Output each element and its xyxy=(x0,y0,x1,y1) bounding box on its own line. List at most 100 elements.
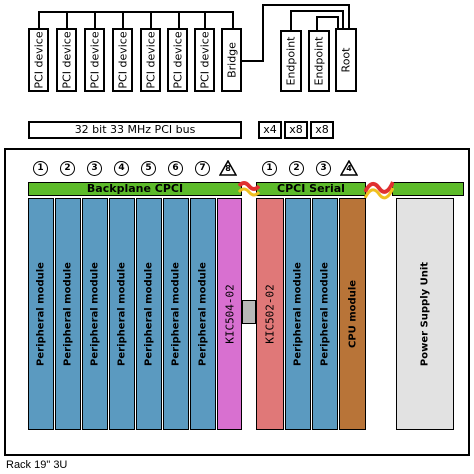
peripheral-module-label: Peripheral module xyxy=(116,262,128,366)
peripheral-module-card: Peripheral module xyxy=(55,198,81,430)
pci-device-box: PCI device xyxy=(56,28,77,92)
peripheral-module-label: Peripheral module xyxy=(143,262,155,366)
pci-tree-drop xyxy=(178,11,180,29)
lane-box: x4 xyxy=(258,121,282,139)
slot-number-system: 8 xyxy=(225,164,231,173)
cpci-serial-label: CPCI Serial xyxy=(277,182,345,195)
pci-tree-drop xyxy=(150,11,152,29)
backplane-cpci-label: Backplane CPCI xyxy=(86,182,184,195)
slot-number: 5 xyxy=(141,161,156,176)
endpoint-label: Endpoint xyxy=(312,36,326,86)
pci-device-label: PCI device xyxy=(198,31,211,89)
bridge-root-link xyxy=(348,4,350,28)
pci-tree-drop xyxy=(122,11,124,29)
endpoint-link xyxy=(290,10,344,12)
pci-tree-drop xyxy=(94,11,96,29)
peripheral-module-label: Peripheral module xyxy=(89,262,101,366)
peripheral-module-card: Peripheral module xyxy=(82,198,108,430)
system-slot-triangle-left: 8 xyxy=(218,159,238,176)
lane-box: x8 xyxy=(310,121,334,139)
kic504-label: KIC504-02 xyxy=(223,284,236,344)
kic502-card: KIC502-02 xyxy=(256,198,284,430)
root-label: Root xyxy=(339,47,353,73)
bridge-root-link xyxy=(262,4,350,6)
peripheral-module-label: Peripheral module xyxy=(170,262,182,366)
pci-device-label: PCI device xyxy=(88,31,101,89)
pci-device-box: PCI device xyxy=(112,28,133,92)
cpu-module-label: CPU module xyxy=(347,279,358,349)
slot-number: 3 xyxy=(87,161,102,176)
slot-number: 6 xyxy=(168,161,183,176)
peripheral-module-label: Peripheral module xyxy=(319,262,331,366)
cpci-serial-bar: CPCI Serial xyxy=(256,182,366,196)
triangle-icon xyxy=(339,159,359,176)
pci-tree-drop xyxy=(66,11,68,29)
endpoint-link xyxy=(342,10,344,28)
triangle-icon xyxy=(218,159,238,176)
power-supply-label: Power Supply Unit xyxy=(419,261,431,367)
cpu-module-card: CPU module xyxy=(339,198,366,430)
lane-label: x8 xyxy=(315,123,329,136)
psu-backplane-bar xyxy=(392,182,464,196)
pci-device-box: PCI device xyxy=(167,28,188,92)
pci-tree-drop xyxy=(204,11,206,29)
pci-tree-top-line xyxy=(38,11,234,13)
rack-label: Rack 19" 3U xyxy=(6,459,68,471)
pci-tree-drop xyxy=(232,11,234,29)
pci-device-label: PCI device xyxy=(171,31,184,89)
peripheral-module-card: Peripheral module xyxy=(285,198,311,430)
kic-connector xyxy=(242,300,256,324)
pci-device-label: PCI device xyxy=(32,31,45,89)
endpoint-box: Endpoint xyxy=(308,30,330,92)
peripheral-module-card: Peripheral module xyxy=(190,198,216,430)
slot-number: 1 xyxy=(33,161,48,176)
pci-device-box: PCI device xyxy=(84,28,105,92)
power-supply-card: Power Supply Unit xyxy=(396,198,454,430)
pci-device-label: PCI device xyxy=(60,31,73,89)
pci-device-box: PCI device xyxy=(194,28,215,92)
slot-number-system: 4 xyxy=(346,164,352,173)
peripheral-module-card: Peripheral module xyxy=(163,198,189,430)
lane-label: x4 xyxy=(263,123,277,136)
slot-number: 7 xyxy=(195,161,210,176)
root-box: Root xyxy=(335,28,357,92)
peripheral-module-card: Peripheral module xyxy=(136,198,162,430)
pci-bus-bar: 32 bit 33 MHz PCI bus xyxy=(28,121,242,139)
endpoint-label: Endpoint xyxy=(284,36,298,86)
peripheral-module-label: Peripheral module xyxy=(35,262,47,366)
break-icon xyxy=(364,181,394,200)
peripheral-module-card: Peripheral module xyxy=(109,198,135,430)
slot-number: 2 xyxy=(289,161,304,176)
pci-device-label: PCI device xyxy=(116,31,129,89)
peripheral-module-card: Peripheral module xyxy=(312,198,338,430)
bridge-root-link xyxy=(242,60,264,62)
break-icon xyxy=(238,181,260,197)
peripheral-module-label: Peripheral module xyxy=(292,262,304,366)
pci-bus-label: 32 bit 33 MHz PCI bus xyxy=(74,123,196,136)
endpoint-link xyxy=(316,16,339,18)
endpoint-box: Endpoint xyxy=(280,30,302,92)
pci-device-box: PCI device xyxy=(28,28,49,92)
endpoint-link xyxy=(337,16,339,28)
peripheral-module-card: Peripheral module xyxy=(28,198,54,430)
bridge-label: Bridge xyxy=(225,42,238,78)
pci-tree-drop xyxy=(38,11,40,29)
peripheral-module-label: Peripheral module xyxy=(62,262,74,366)
lane-box: x8 xyxy=(284,121,308,139)
endpoint-link xyxy=(290,10,292,30)
endpoint-link xyxy=(316,16,318,30)
slot-number: 4 xyxy=(114,161,129,176)
lane-label: x8 xyxy=(289,123,303,136)
system-slot-triangle-right: 4 xyxy=(339,159,359,176)
backplane-cpci-bar: Backplane CPCI xyxy=(28,182,242,196)
slot-number: 2 xyxy=(60,161,75,176)
pci-device-label: PCI device xyxy=(144,31,157,89)
bridge-box: Bridge xyxy=(221,28,242,92)
pci-device-box: PCI device xyxy=(140,28,161,92)
kic504-card: KIC504-02 xyxy=(217,198,242,430)
slot-number: 3 xyxy=(316,161,331,176)
kic502-label: KIC502-02 xyxy=(263,284,277,344)
bridge-root-link xyxy=(262,4,264,62)
slot-number: 1 xyxy=(262,161,277,176)
peripheral-module-label: Peripheral module xyxy=(197,262,209,366)
